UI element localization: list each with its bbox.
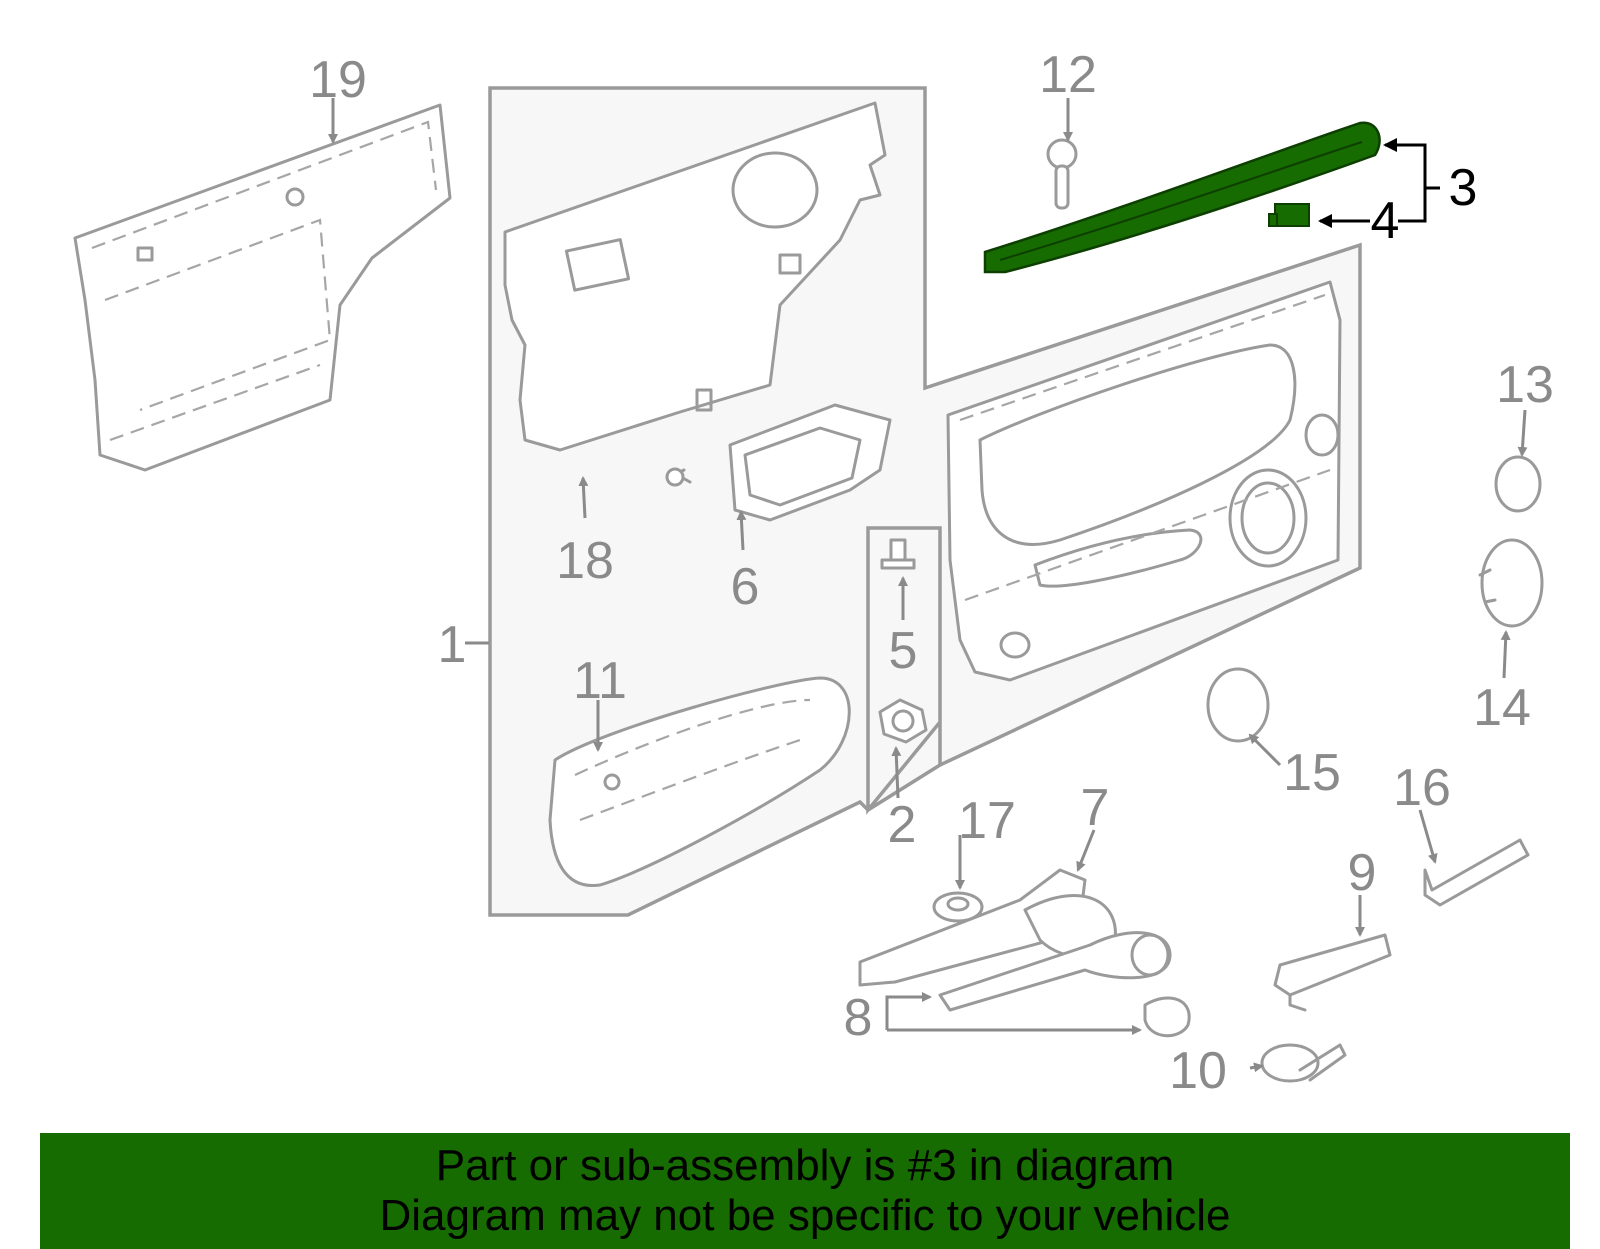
part-12-push-pin — [1046, 138, 1078, 210]
part-4-clip — [1268, 203, 1310, 227]
leader-lines — [328, 98, 1528, 1073]
part-13-ring — [1494, 455, 1542, 513]
part-5-screw — [880, 538, 916, 570]
part-16-rod — [1423, 838, 1530, 907]
label-19: 19 — [309, 51, 367, 109]
banner-line-1: Part or sub-assembly is #3 in diagram — [435, 1141, 1175, 1190]
label-11: 11 — [573, 652, 627, 710]
leader-lines-highlight — [1318, 138, 1440, 228]
info-banner: Part or sub-assembly is #3 in diagram Di… — [40, 1133, 1570, 1249]
part-2-push-nut — [878, 698, 928, 744]
label-10: 10 — [1169, 1042, 1227, 1100]
label-5: 5 — [889, 622, 918, 680]
part-15-cover-cap — [1206, 667, 1270, 743]
part-8-door-handle — [938, 931, 1191, 1038]
part-6-handle-housing — [665, 403, 892, 522]
part-3-highlighted-trim — [983, 121, 1381, 274]
label-15: 15 — [1283, 744, 1341, 802]
label-16: 16 — [1393, 759, 1451, 817]
part-18-water-deflector — [503, 101, 887, 452]
label-3: 3 — [1449, 159, 1478, 217]
label-7: 7 — [1081, 779, 1110, 837]
part-7-handle-bracket — [858, 868, 1117, 987]
part-11-armrest — [548, 676, 851, 888]
part-14-grille — [1478, 538, 1544, 628]
label-9: 9 — [1348, 844, 1377, 902]
label-12: 12 — [1039, 46, 1097, 104]
label-2: 2 — [888, 796, 917, 854]
parts-diagram: 19 12 3 4 13 18 6 1 5 11 14 15 16 7 2 17… — [73, 46, 1554, 1100]
label-17: 17 — [958, 792, 1016, 850]
label-6: 6 — [731, 558, 760, 616]
label-13: 13 — [1496, 356, 1554, 414]
label-14: 14 — [1473, 679, 1531, 737]
callout-labels: 19 12 3 4 13 18 6 1 5 11 14 15 16 7 2 17… — [309, 46, 1554, 1100]
banner-line-2: Diagram may not be specific to your vehi… — [379, 1191, 1231, 1240]
part-9-bracket — [1273, 933, 1392, 1012]
front-door-trim-panel — [946, 280, 1342, 682]
label-4: 4 — [1371, 192, 1400, 250]
part-17-grommet — [932, 891, 984, 923]
label-8: 8 — [844, 989, 873, 1047]
part-10-clip — [1260, 1043, 1347, 1083]
label-1: 1 — [438, 616, 467, 674]
label-18: 18 — [556, 532, 614, 590]
part-19-rear-door-trim-panel — [73, 103, 452, 472]
